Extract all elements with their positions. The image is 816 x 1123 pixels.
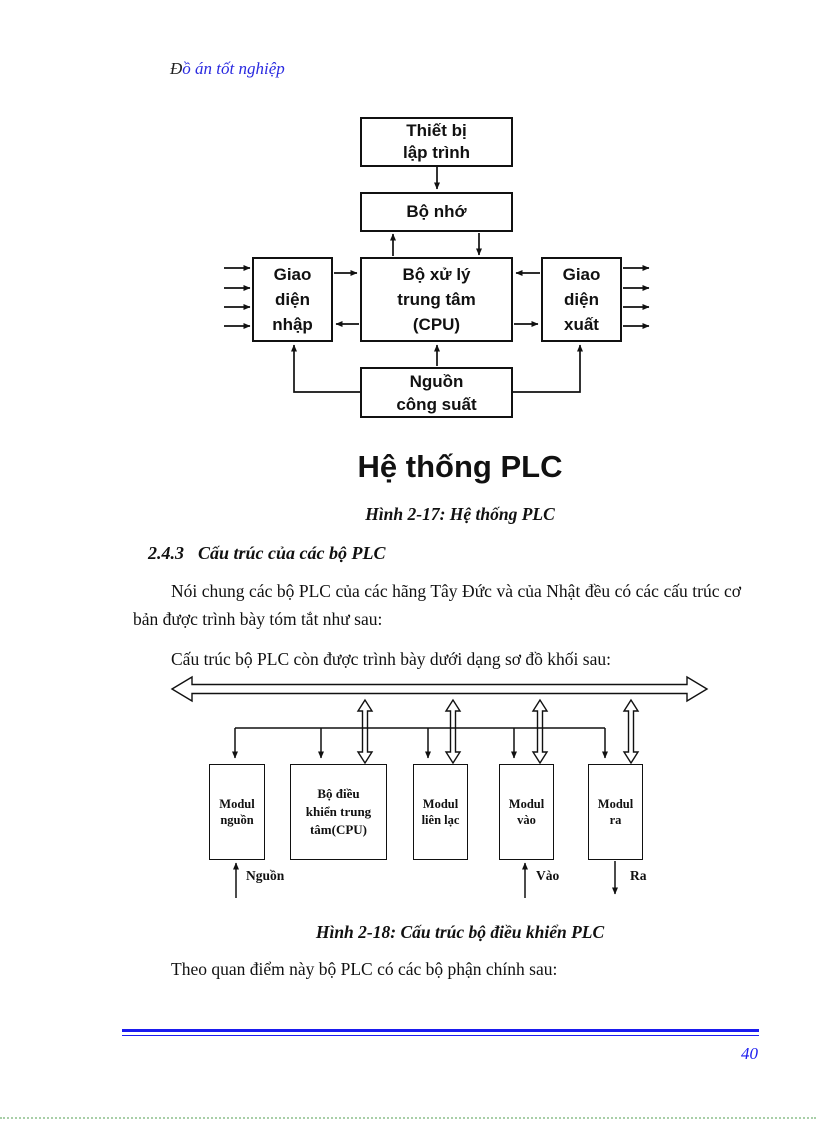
power-supply-box: Nguồn công suất	[360, 367, 513, 418]
section-heading: 2.4.3 Cấu trúc của các bộ PLC	[148, 543, 386, 564]
figure-caption-2-17: Hình 2-17: Hệ thống PLC	[365, 504, 555, 524]
diagram1-title: Hệ thống PLC	[357, 449, 563, 484]
diagram2-bus-and-links	[170, 675, 709, 765]
diagram1-arrows	[224, 167, 650, 393]
bottom-dotted-line	[0, 1117, 816, 1119]
label-output: Ra	[630, 868, 647, 883]
memory-box: Bộ nhớ	[360, 192, 513, 232]
paragraph-2: Cấu trúc bộ PLC còn được trình bày dưới …	[171, 649, 611, 669]
paragraph-1: Nói chung các bộ PLC của các hãng Tây Đứ…	[133, 581, 741, 629]
section-number: 2.4.3	[148, 543, 184, 563]
input-interface-box: Giao diện nhập	[252, 257, 333, 342]
header-rest: ồ án tốt nghiệp	[182, 59, 285, 78]
document-header: Đồ án tốt nghiệp	[170, 59, 285, 79]
programmer-box: Thiết bị lập trình	[360, 117, 513, 167]
header-initial: Đ	[170, 59, 183, 78]
bus-arrow	[170, 675, 709, 703]
cpu-box: Bộ xử lý trung tâm (CPU)	[360, 257, 513, 342]
cpu-control-box: Bộ điều khiển trung tâm(CPU)	[290, 764, 387, 860]
label-input: Vào	[536, 868, 560, 883]
figure-caption-2-18: Hình 2-18: Cấu trúc bộ điều khiển PLC	[315, 922, 605, 942]
page-number: 40	[741, 1044, 758, 1063]
paragraph-3: Theo quan điểm này bộ PLC có các bộ phận…	[171, 959, 558, 979]
footer-rule	[122, 1029, 759, 1036]
output-interface-box: Giao diện xuất	[541, 257, 622, 342]
section-title: Cấu trúc của các bộ PLC	[198, 543, 386, 563]
module-comm-box: Modul liên lạc	[413, 764, 468, 860]
diagram2-thin-lines	[232, 727, 618, 898]
module-power-box: Modul nguồn	[209, 764, 265, 860]
module-input-box: Modul vào	[499, 764, 554, 860]
label-power: Nguồn	[246, 868, 285, 883]
module-output-box: Modul ra	[588, 764, 643, 860]
